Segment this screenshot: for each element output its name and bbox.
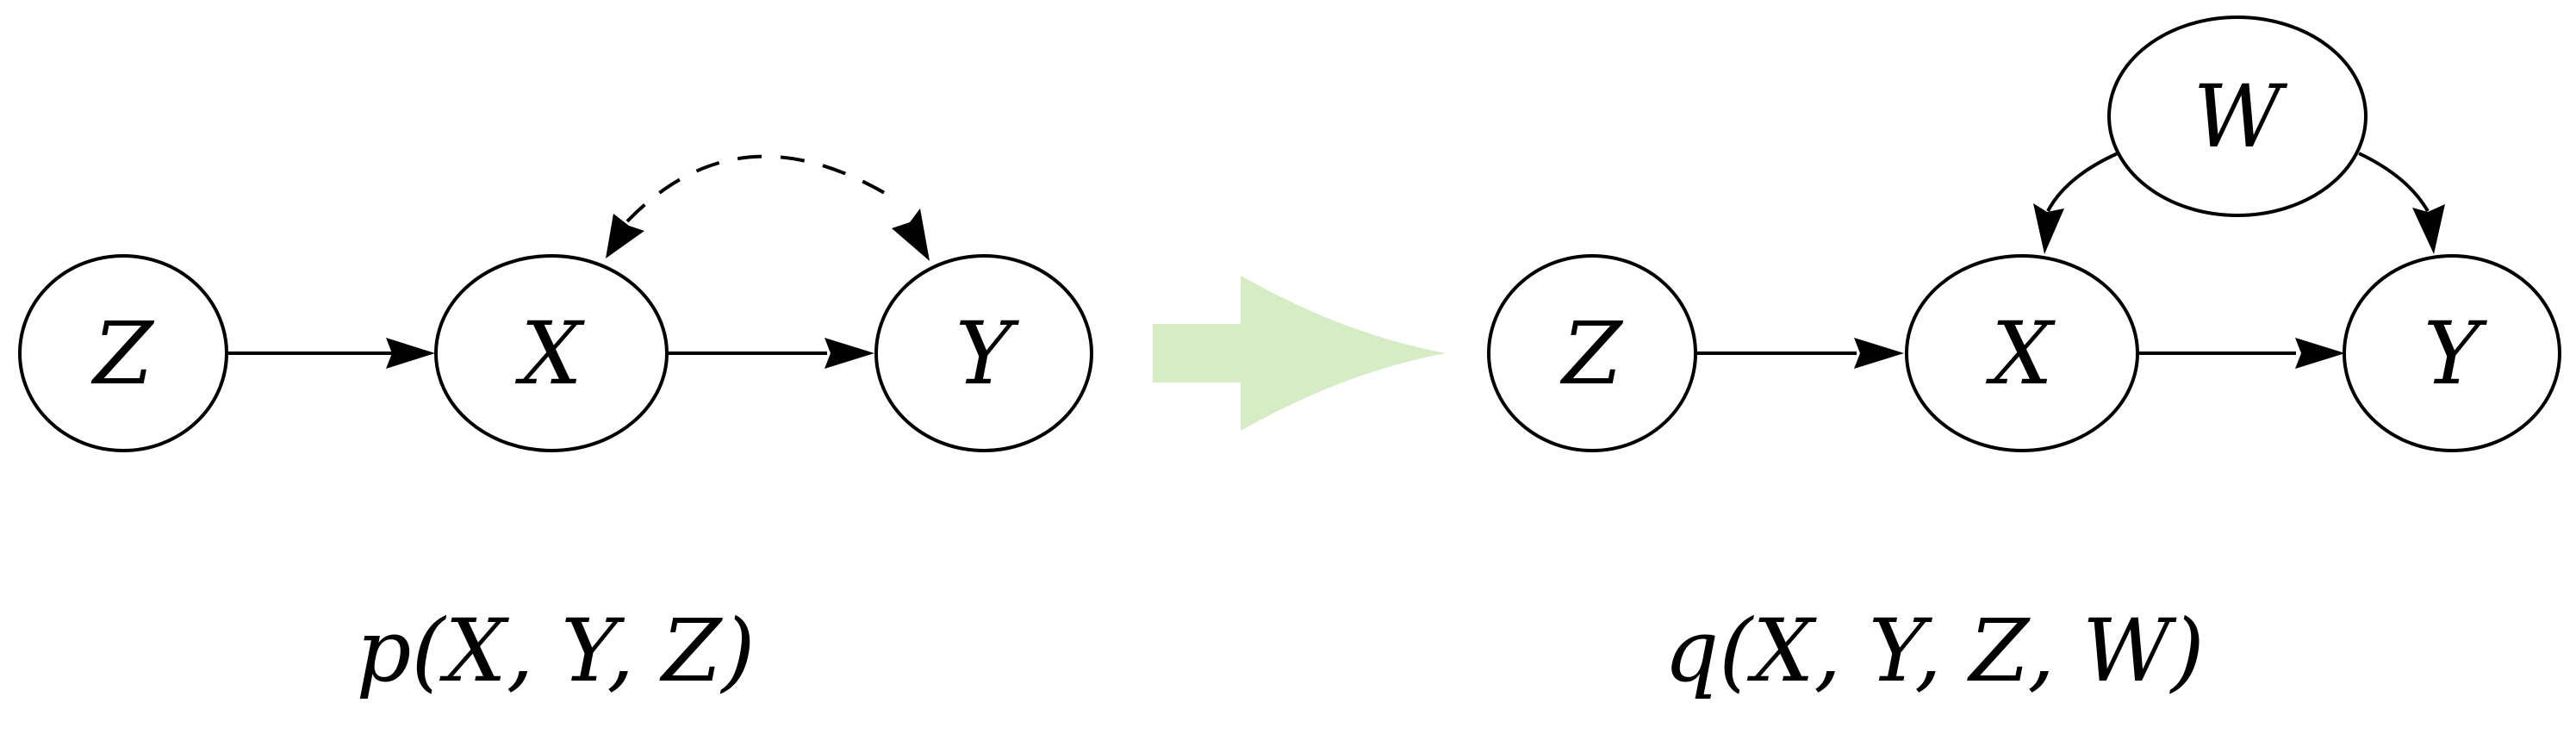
left-caption: p(X, Y, Z)	[357, 600, 756, 701]
node-x-left: X	[434, 254, 669, 452]
node-z-left-label: Z	[90, 303, 154, 404]
node-y-right: Y	[2343, 254, 2561, 452]
node-x-right: X	[1905, 254, 2139, 452]
arrowhead-z-to-x-right	[1854, 338, 1904, 369]
right-caption: q(X, Y, Z, W)	[1664, 600, 2205, 701]
node-x-left-label: X	[514, 303, 585, 404]
edge-w-to-y	[2358, 152, 2430, 212]
node-y-left-label: Y	[955, 303, 1019, 404]
node-w-label: W	[2193, 66, 2288, 167]
transform-arrow	[1153, 276, 1446, 431]
node-y-left: Y	[874, 254, 1093, 452]
left-graph: Z X Y p(X, Y, Z)	[18, 154, 1093, 701]
arrowhead-x-to-y-right	[2295, 338, 2345, 369]
edge-x-y-dashed	[625, 154, 898, 223]
node-z-right-label: Z	[1559, 303, 1623, 404]
node-z-right: Z	[1487, 254, 1697, 452]
node-z-left: Z	[18, 254, 228, 452]
node-x-right-label: X	[1985, 303, 2056, 404]
arrowhead-z-to-x-left	[386, 338, 435, 369]
arrowhead-x-to-y-left	[824, 338, 874, 369]
arrowhead-w-to-x	[2033, 203, 2064, 254]
arrowhead-dashed-to-y	[892, 208, 930, 261]
node-y-right-label: Y	[2424, 303, 2487, 404]
arrowhead-dashed-to-x	[606, 214, 644, 258]
node-w: W	[2107, 16, 2368, 217]
arrowhead-w-to-y	[2412, 204, 2445, 254]
edge-w-to-x	[2046, 152, 2119, 212]
right-graph: Z X Y W q(X, Y, Z, W)	[1487, 16, 2561, 701]
